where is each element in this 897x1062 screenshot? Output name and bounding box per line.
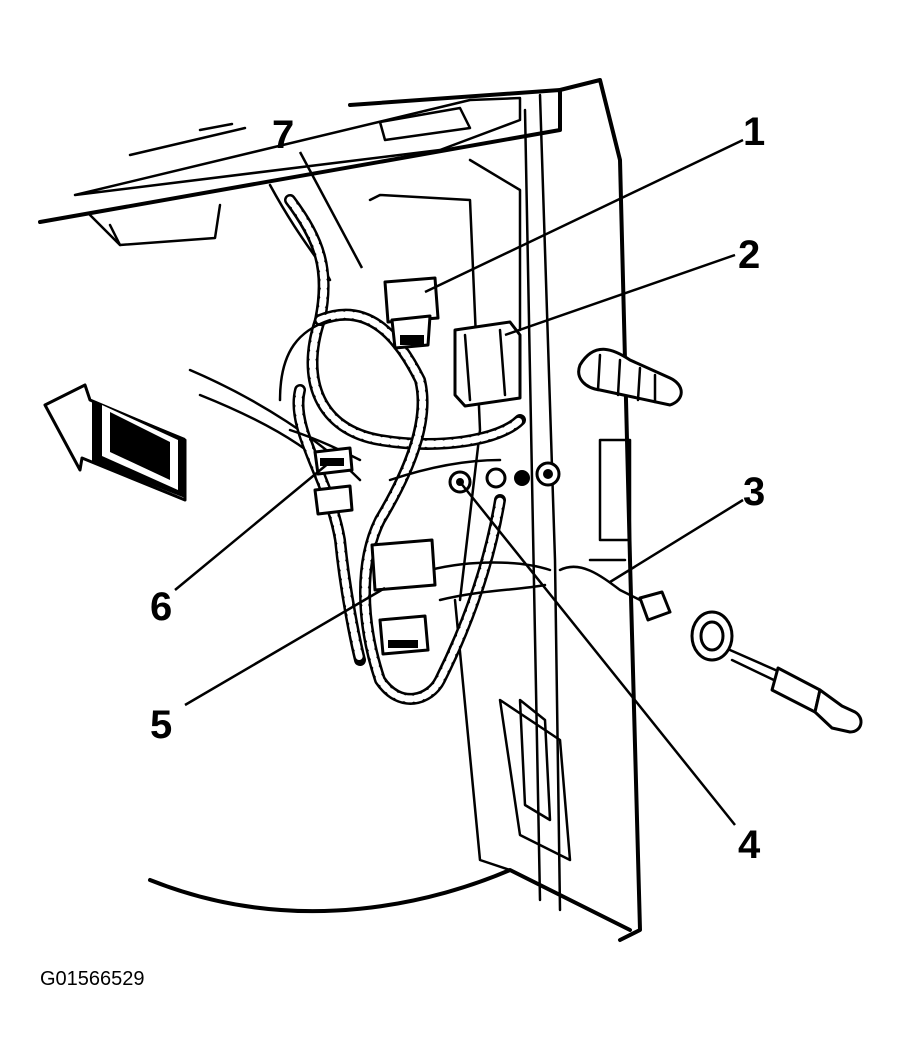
relay-5 (370, 538, 437, 656)
leader-lines (174, 138, 744, 826)
wiring-harness (278, 194, 552, 705)
callout-5: 5 (150, 703, 172, 747)
callout-6: 6 (150, 585, 172, 629)
callout-labels: 1 2 3 4 5 6 7 (150, 110, 765, 867)
callout-7: 7 (272, 113, 294, 157)
callout-3: 3 (743, 470, 765, 514)
instrument-panel (38, 88, 562, 247)
figure-id: G01566529 (40, 968, 145, 990)
fasteners (448, 461, 561, 494)
switch-assembly (558, 565, 863, 734)
forward-direction-arrow-icon (43, 383, 187, 502)
relay-2 (453, 320, 522, 408)
callout-2: 2 (738, 233, 760, 277)
relay-1 (383, 276, 440, 350)
callout-1: 1 (743, 110, 765, 154)
door-grommet (577, 347, 683, 407)
callout-4: 4 (738, 823, 761, 867)
door-pillar (148, 78, 642, 942)
